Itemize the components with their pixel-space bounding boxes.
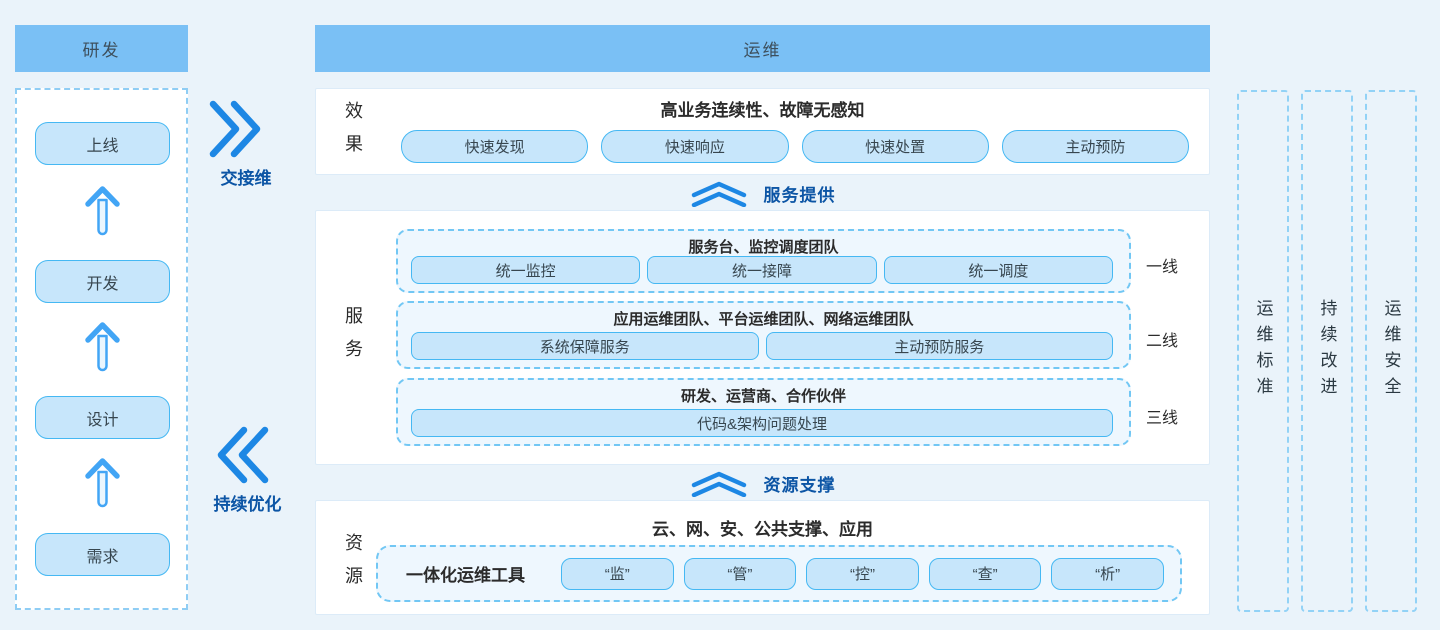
service-panel: 服务 服务台、监控调度团队 统一监控 统一接障 统一调度 一线 应用运维团队、平… [315, 210, 1210, 465]
handover-label: 交接维 [220, 169, 272, 188]
service-group-tier1: 服务台、监控调度团队 统一监控 统一接障 统一调度 [396, 229, 1131, 293]
service-group-title: 应用运维团队、平台运维团队、网络运维团队 [613, 311, 914, 328]
optimize-label: 持续优化 [213, 495, 282, 514]
tool-item: “监” [561, 557, 674, 590]
tool-item: “管” [683, 557, 797, 590]
tier3-label: 三线 [1146, 410, 1179, 427]
tool-item: “查” [928, 557, 1042, 590]
stage-online-label: 上线 [86, 137, 119, 155]
arrow-up-icon [85, 186, 120, 236]
stage-requirement-label: 需求 [86, 548, 119, 566]
service-group-title: 研发、运营商、合作伙伴 [680, 388, 846, 405]
tools-label: 一体化运维工具 [406, 566, 525, 585]
tool-item: “控” [806, 557, 919, 590]
unified-tools-box: 一体化运维工具 “监” “管” “控” “查” “析” [376, 545, 1182, 602]
dev-header-label: 研发 [82, 41, 121, 60]
effect-title: 高业务连续性、故障无感知 [660, 101, 865, 120]
service-section-label: 服务 [343, 306, 363, 372]
effect-item: 主动预防 [1001, 130, 1189, 163]
effect-section-label: 效果 [343, 101, 363, 167]
arrow-up-icon [85, 322, 120, 372]
stage-design: 设计 [35, 396, 170, 439]
stage-design-label: 设计 [86, 411, 119, 429]
double-chevron-up-icon [691, 471, 746, 497]
effect-item: 快速处置 [801, 130, 989, 163]
service-band: 服务提供 [315, 176, 1210, 210]
pillar-improvement: 持续改进 [1301, 90, 1353, 612]
service-group-tier3: 研发、运营商、合作伙伴 代码&架构问题处理 [396, 378, 1131, 446]
stage-develop: 开发 [35, 260, 170, 303]
effect-item: 快速响应 [601, 130, 789, 163]
ops-header-label: 运维 [743, 41, 782, 60]
tier1-label: 一线 [1146, 259, 1179, 276]
service-group-title: 服务台、监控调度团队 [688, 239, 839, 256]
pillar-security: 运维安全 [1365, 90, 1417, 612]
resource-band: 资源支撑 [315, 466, 1210, 500]
resource-panel: 资源 云、网、安、公共支撑、应用 一体化运维工具 “监” “管” “控” “查”… [315, 500, 1210, 615]
stage-requirement: 需求 [35, 533, 170, 576]
service-group-row: 代码&架构问题处理 [411, 409, 1113, 437]
effect-item: 快速发现 [401, 130, 589, 163]
service-band-label: 服务提供 [763, 185, 836, 205]
service-item: 统一调度 [883, 256, 1113, 284]
arrow-up-icon [85, 458, 120, 508]
service-item: 系统保障服务 [411, 332, 759, 360]
service-item: 统一监控 [411, 256, 641, 284]
pillar-standards: 运维标准 [1237, 90, 1289, 612]
dev-header: 研发 [15, 25, 188, 72]
resource-band-label: 资源支撑 [763, 475, 836, 495]
double-chevron-up-icon [691, 181, 746, 207]
service-group-row: 统一监控 统一接障 统一调度 [411, 256, 1113, 284]
service-item: 代码&架构问题处理 [411, 409, 1113, 437]
service-item: 统一接障 [647, 256, 877, 284]
service-group-tier2: 应用运维团队、平台运维团队、网络运维团队 系统保障服务 主动预防服务 [396, 301, 1131, 369]
stage-online: 上线 [35, 122, 170, 165]
stage-develop-label: 开发 [86, 275, 119, 293]
ops-header: 运维 [315, 25, 1210, 72]
effect-panel: 效果 高业务连续性、故障无感知 快速发现 快速响应 快速处置 主动预防 [315, 88, 1210, 175]
resource-section-label: 资源 [343, 533, 363, 599]
service-group-row: 系统保障服务 主动预防服务 [411, 332, 1113, 360]
tool-item: “析” [1051, 557, 1164, 590]
service-item: 主动预防服务 [765, 332, 1113, 360]
resource-title: 云、网、安、公共支撑、应用 [652, 520, 873, 539]
effect-items-row: 快速发现 快速响应 快速处置 主动预防 [401, 130, 1189, 163]
double-chevron-left-icon [217, 426, 269, 484]
tier2-label: 二线 [1146, 333, 1179, 350]
double-chevron-right-icon [209, 100, 261, 158]
